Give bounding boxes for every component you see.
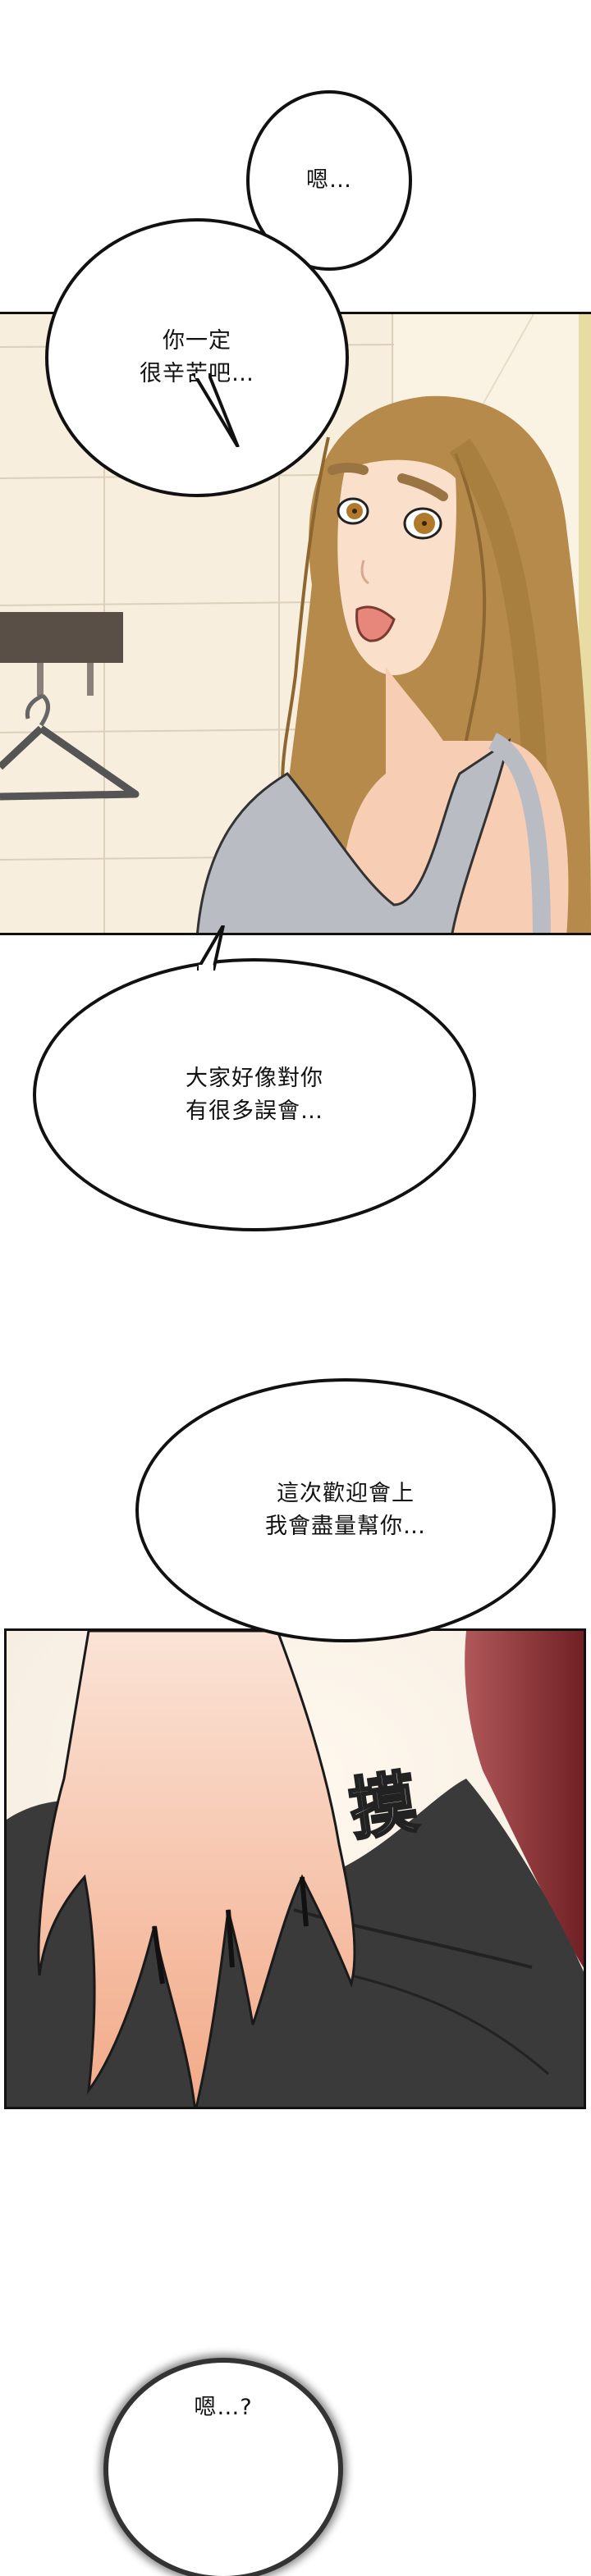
speech-bubble-5: 嗯…? bbox=[108, 2363, 338, 2576]
panel-2-artwork bbox=[7, 1631, 584, 2107]
speech-bubble-4-text: 這次歡迎會上 我會盡量幫你… bbox=[265, 1481, 426, 1539]
panel-hand-touch bbox=[4, 1628, 586, 2109]
speech-bubble-5-text: 嗯…? bbox=[194, 2395, 253, 2420]
panel-1-artwork bbox=[0, 314, 591, 933]
speech-bubble-3: 大家好像對你 有很多誤會… bbox=[33, 958, 476, 1231]
speech-bubble-4: 這次歡迎會上 我會盡量幫你… bbox=[135, 1378, 556, 1642]
speech-bubble-2: 你一定 很辛苦吧… bbox=[45, 218, 349, 497]
speech-bubble-3-text: 大家好像對你 有很多誤會… bbox=[186, 1065, 323, 1124]
speech-bubble-3-tail bbox=[197, 925, 225, 971]
speech-bubble-1-text: 嗯… bbox=[306, 167, 352, 193]
sound-effect-touch: 摸 bbox=[343, 1762, 423, 1851]
speech-bubble-2-tail bbox=[191, 373, 240, 447]
